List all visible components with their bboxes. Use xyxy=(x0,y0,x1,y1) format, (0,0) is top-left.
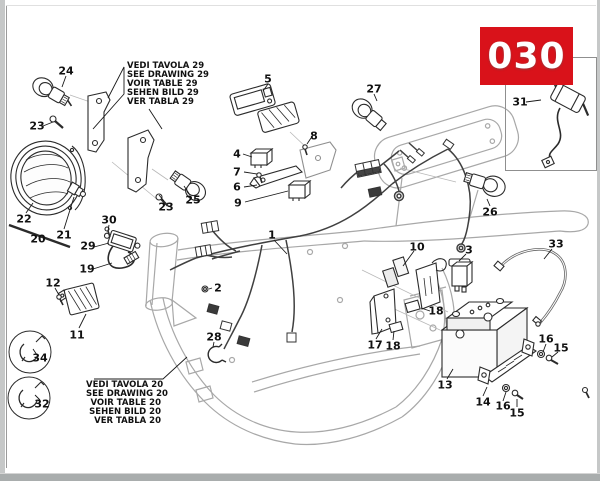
note-line: SEE DRAWING 29 xyxy=(127,70,209,80)
bracket-front-right xyxy=(127,129,155,193)
part-callout-32: 32 xyxy=(34,397,50,411)
battery-cable-33 xyxy=(493,247,567,327)
part-callout-2: 2 xyxy=(214,281,222,295)
relay-9 xyxy=(287,179,312,201)
clip-34-detail xyxy=(8,330,52,374)
turn-signal-front-right xyxy=(169,170,207,202)
wiring-harness xyxy=(169,142,472,350)
clip-32-detail xyxy=(7,376,51,420)
part-callout-11: 11 xyxy=(69,328,85,342)
battery-bracket-17 xyxy=(369,288,397,335)
relay-4 xyxy=(249,147,274,168)
part-callout-25: 25 xyxy=(185,193,201,207)
screw-23-right xyxy=(155,193,169,207)
part-callout-30: 30 xyxy=(101,213,117,227)
part-callout-18-2: 18 xyxy=(385,339,401,353)
part-callout-23: 23 xyxy=(29,119,45,133)
part-callout-8: 8 xyxy=(310,129,318,143)
part-callout-23-2: 23 xyxy=(158,200,174,214)
part-callout-15-2: 15 xyxy=(509,406,525,420)
part-callout-16-2: 16 xyxy=(495,399,511,413)
pad-18-a xyxy=(404,299,421,314)
note-line: VOIR TABLE 29 xyxy=(127,79,198,89)
bolt-far-right xyxy=(581,386,590,399)
note-line: SEE DRAWING 20 xyxy=(86,389,168,399)
note-line: VEDI TAVOLA 29 xyxy=(127,61,205,71)
part-callout-13: 13 xyxy=(437,378,453,392)
motorcycle-frame xyxy=(145,105,589,446)
ecu-unit xyxy=(229,83,300,133)
note-line: VER TABLA 20 xyxy=(94,416,161,426)
pad-18-b xyxy=(388,320,404,334)
part-callout-19: 19 xyxy=(79,262,95,276)
part-callout-10: 10 xyxy=(409,240,425,254)
regulator xyxy=(58,282,100,316)
callout-leader-lines xyxy=(25,66,559,407)
headlight-strip-bracket xyxy=(8,223,71,249)
note-line: VOIR TABLE 20 xyxy=(90,398,161,408)
part-callout-21: 21 xyxy=(56,228,72,242)
bracket-6 xyxy=(249,165,304,189)
plate-number: 030 xyxy=(487,35,566,77)
clip-28 xyxy=(207,343,227,364)
page-border-line xyxy=(6,6,7,468)
page-edge-bottom xyxy=(0,473,600,481)
part-callout-29: 29 xyxy=(80,239,96,253)
part-callout-17: 17 xyxy=(367,338,383,352)
battery-bracket-14 xyxy=(477,338,537,385)
part-callout-12: 12 xyxy=(45,276,61,290)
part-callout-20: 20 xyxy=(30,232,46,246)
headlight xyxy=(10,140,86,216)
spark-plug-cap xyxy=(123,250,140,265)
part-callout-9: 9 xyxy=(234,196,242,210)
note-line: VEDI TAVOLA 20 xyxy=(86,380,164,390)
part-callout-14: 14 xyxy=(475,395,491,409)
note-line: VER TABLA 29 xyxy=(127,97,194,107)
part-callout-16: 16 xyxy=(538,332,554,346)
part-callout-27: 27 xyxy=(366,82,382,96)
battery-strap-bracket xyxy=(415,258,447,310)
note-line: SEHEN BILD 20 xyxy=(89,407,161,417)
part-callout-3: 3 xyxy=(465,243,473,257)
bolt-15-lower xyxy=(511,389,524,400)
rubber-pads-10 xyxy=(381,256,410,288)
part-callout-31: 31 xyxy=(512,95,528,109)
part-callout-18: 18 xyxy=(428,304,444,318)
screw-7 xyxy=(256,172,263,184)
page-edge-left xyxy=(0,0,5,480)
part-callout-1: 1 xyxy=(268,228,276,242)
page-border-line-top xyxy=(6,5,596,6)
screw-30 xyxy=(104,226,111,238)
harness-connectors xyxy=(194,138,455,348)
nut-2 xyxy=(201,285,209,293)
part-callout-5: 5 xyxy=(264,72,272,86)
note-line: SEHEN BILD 29 xyxy=(127,88,199,98)
part-callout-33: 33 xyxy=(548,237,564,251)
starter-relay-3 xyxy=(448,258,474,293)
part-callout-22: 22 xyxy=(16,212,32,226)
part-callout-7: 7 xyxy=(233,165,241,179)
washer-16-upper xyxy=(536,349,546,359)
part-callout-26: 26 xyxy=(482,205,498,219)
battery xyxy=(440,297,529,379)
page-edge-right xyxy=(597,0,600,480)
part-callout-4: 4 xyxy=(233,147,241,161)
part-callout-6: 6 xyxy=(233,180,241,194)
ignition-coil xyxy=(103,229,141,253)
part-callout-34: 34 xyxy=(32,351,48,365)
headlight-adjuster xyxy=(66,181,86,198)
turn-signal-rear-left xyxy=(351,98,387,132)
bolt-15-upper xyxy=(545,354,559,365)
turn-signal-front-left xyxy=(32,77,73,107)
washer-16-lower xyxy=(501,383,511,393)
part-callout-28: 28 xyxy=(206,330,222,344)
plate-number-badge: 030 xyxy=(480,27,573,85)
part-callout-24: 24 xyxy=(58,64,74,78)
screw-8 xyxy=(302,144,308,156)
turn-signal-rear-right xyxy=(463,172,506,197)
part-callout-15: 15 xyxy=(553,341,569,355)
